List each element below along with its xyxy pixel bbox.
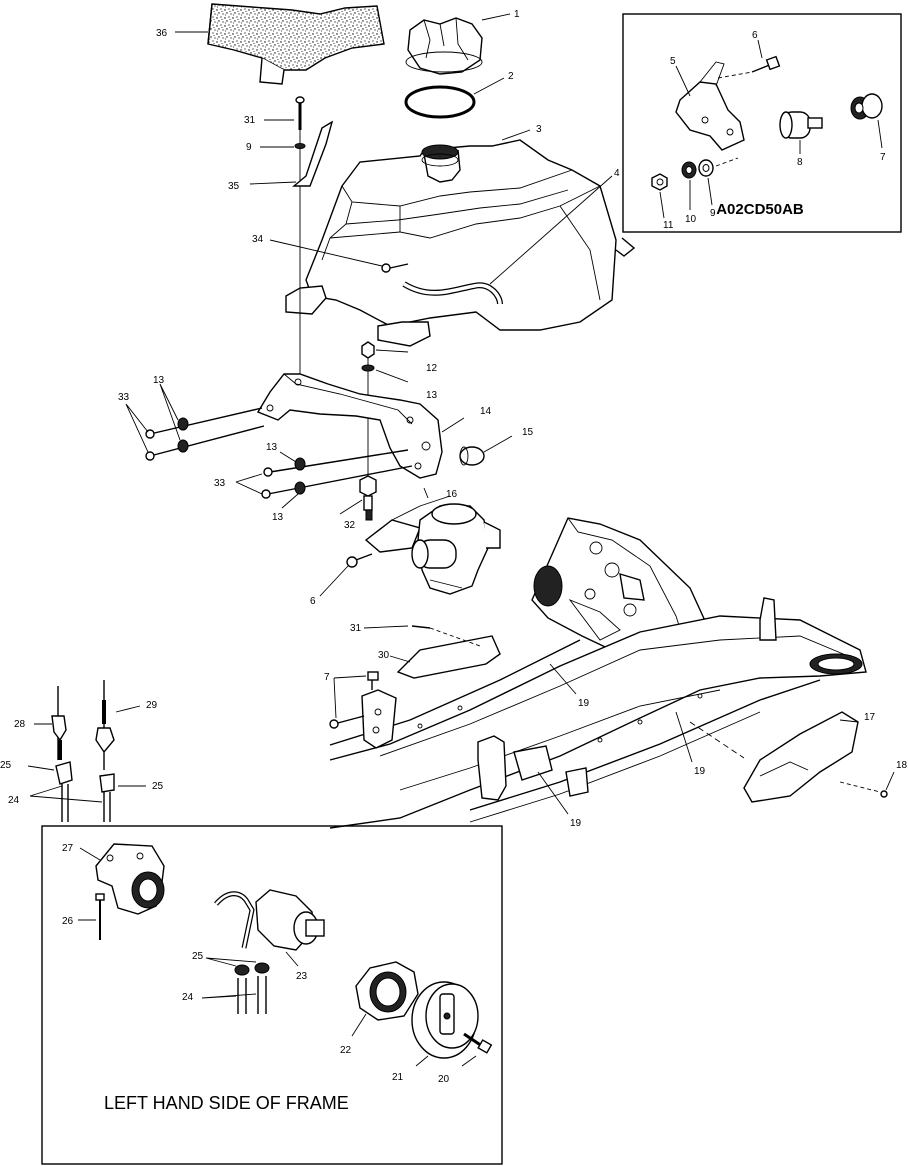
callout-3: 3: [536, 124, 542, 135]
callout-16: 16: [446, 489, 458, 500]
callout-13-left: 13: [153, 375, 165, 386]
callout-30: 30: [378, 650, 390, 661]
callout-15: 15: [522, 427, 534, 438]
bracket-part-5: [675, 81, 745, 151]
inset-box-bottom: LEFT HAND SIDE OF FRAME 27 26 23 25 24: [41, 825, 503, 1165]
nut-stack-center: 12 13: [361, 341, 438, 500]
callout-7-frame: 7: [324, 672, 330, 683]
callout-32: 32: [344, 520, 356, 531]
callout-19-upper: 19: [578, 698, 590, 709]
valve-assembly-part-16: 16: [364, 487, 501, 595]
bolts-part-33-left: 33 13: [118, 375, 265, 461]
nut-part-11: [651, 173, 668, 191]
callout-28: 28: [14, 719, 26, 730]
callout-5: 5: [670, 56, 676, 67]
callout-26: 26: [62, 916, 74, 927]
frame-assembly: 7 31 30 19 19 19 17 18: [324, 517, 908, 829]
bracket-part-7-frame: [361, 689, 397, 749]
bracket-part-35: [292, 120, 334, 187]
callout-7-inset: 7: [880, 152, 886, 163]
callout-35: 35: [228, 181, 240, 192]
callout-6-inset: 6: [752, 30, 758, 41]
callout-36: 36: [156, 28, 168, 39]
callout-25-right: 25: [152, 781, 164, 792]
callout-34: 34: [252, 234, 264, 245]
callout-13-lower: 13: [272, 512, 284, 523]
fitting-part-32: 32: [339, 475, 377, 531]
bottom-caption: LEFT HAND SIDE OF FRAME: [104, 1093, 349, 1113]
callout-21: 21: [392, 1072, 404, 1083]
screw-part-34: 34: [252, 234, 409, 273]
callout-4: 4: [614, 168, 620, 179]
callout-6-lower: 6: [310, 596, 316, 607]
trim-part-30: [396, 635, 501, 679]
screw-part-6-lower: 6: [310, 553, 373, 607]
callout-31-top: 31: [244, 115, 256, 126]
inset-code: A02CD50AB: [716, 201, 804, 218]
callout-19-lower: 19: [570, 818, 582, 829]
callout-24-inset: 24: [182, 992, 194, 1003]
callout-14: 14: [480, 406, 492, 417]
callout-33-lower: 33: [214, 478, 226, 489]
callout-23: 23: [296, 971, 308, 982]
fuel-tank-part-3: 3 4: [285, 124, 636, 347]
bolts-part-33-lower: 33 13 13: [214, 442, 413, 523]
callout-11: 11: [663, 220, 674, 231]
callout-18: 18: [896, 760, 908, 771]
callout-20: 20: [438, 1074, 450, 1085]
callout-27: 27: [62, 843, 74, 854]
callout-2: 2: [508, 71, 514, 82]
callout-33-left: 33: [118, 392, 130, 403]
callout-9-top: 9: [246, 142, 252, 153]
o-ring-part-2: 2: [404, 71, 514, 119]
callout-10: 10: [685, 214, 697, 225]
callout-25-inset: 25: [192, 951, 204, 962]
callout-24-top: 24: [8, 795, 20, 806]
callout-13-right: 13: [426, 390, 438, 401]
callout-8: 8: [797, 157, 803, 168]
hose-fittings-left: 28 29 25 25 24: [0, 680, 164, 822]
callout-29: 29: [146, 700, 158, 711]
callout-9-inset: 9: [710, 208, 716, 219]
callout-12: 12: [426, 363, 438, 374]
bolt-stack-left: 31 9 35: [228, 96, 334, 300]
callout-1: 1: [514, 9, 520, 20]
inset-box-top: A02CD50AB 5 6 8 7: [622, 13, 902, 233]
callout-25-left: 25: [0, 760, 12, 771]
callout-22: 22: [340, 1045, 352, 1056]
mount-bracket-part-14: 14: [256, 373, 492, 479]
callout-13-mid: 13: [266, 442, 278, 453]
cover-part-17: [743, 711, 859, 803]
plug-part-15: 15: [459, 427, 534, 466]
callout-19-mid: 19: [694, 766, 706, 777]
fuel-cap-part-1: 1: [405, 9, 520, 75]
callout-31-lower: 31: [350, 623, 362, 634]
callout-17: 17: [864, 712, 876, 723]
seat-foam-part-36: 36: [156, 3, 385, 85]
